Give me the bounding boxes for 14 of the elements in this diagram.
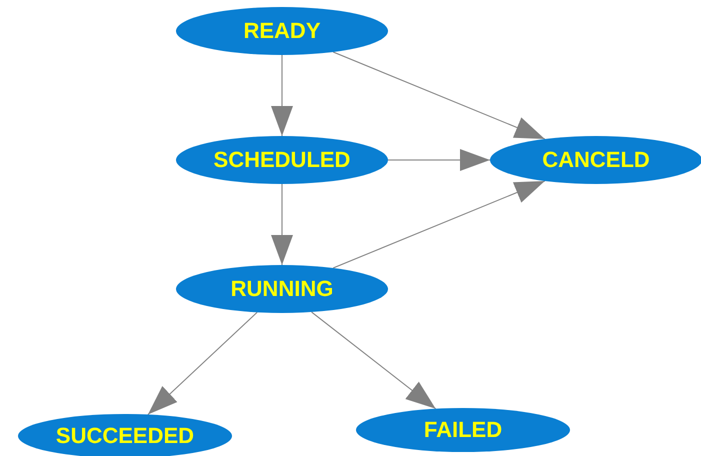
arrow <box>388 149 490 171</box>
arrow <box>311 312 436 410</box>
arrow <box>271 54 293 136</box>
state-label: READY <box>243 18 320 44</box>
state-label: CANCELD <box>542 147 650 173</box>
arrow <box>147 312 258 415</box>
arrow <box>332 52 546 140</box>
state-ellipse <box>490 136 701 184</box>
state-label: RUNNING <box>230 276 334 302</box>
state-label: FAILED <box>424 417 502 443</box>
arrow <box>271 184 293 266</box>
arrow <box>332 180 546 268</box>
state-label: SCHEDULED <box>214 147 350 173</box>
state-label: SUCCEEDED <box>56 423 194 449</box>
